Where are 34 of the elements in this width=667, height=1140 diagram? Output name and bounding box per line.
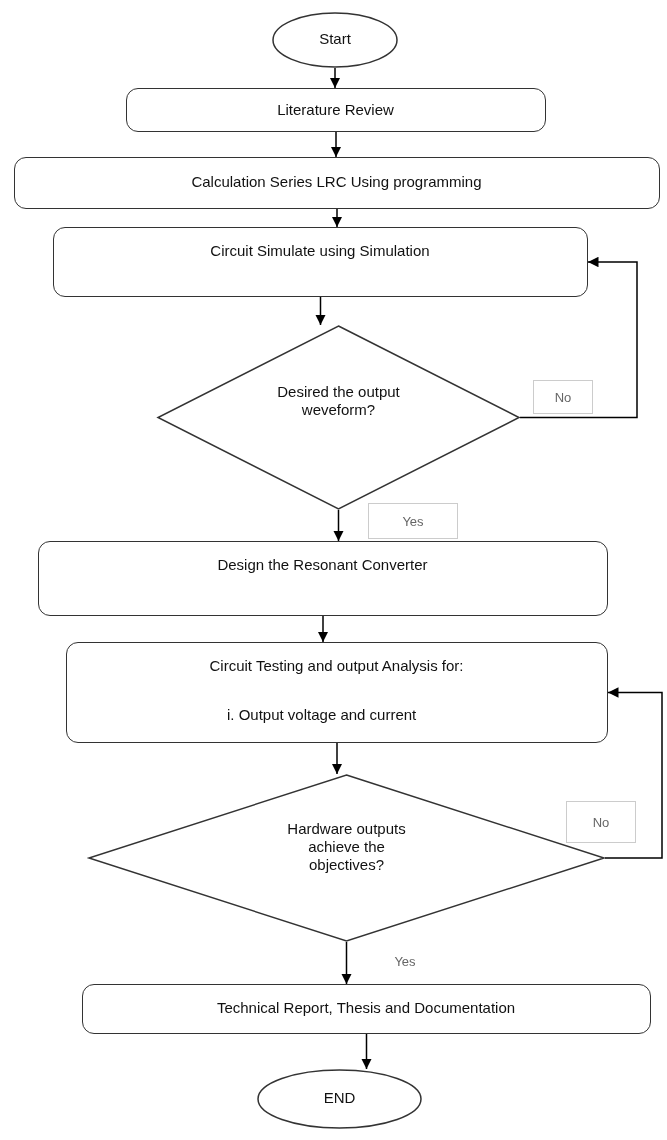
edge-label: No <box>533 380 593 414</box>
node-text: Hardware outputs achieve the objectives? <box>286 820 407 874</box>
node-text: Circuit Testing and output Analysis for: <box>208 657 465 675</box>
node-text: Circuit Simulate using Simulation <box>209 242 431 260</box>
process-box <box>126 88 546 132</box>
arrow <box>317 615 329 643</box>
node-text: Calculation Series LRC Using programming <box>190 173 483 191</box>
process-box <box>53 227 588 297</box>
process-box <box>82 984 651 1034</box>
node-text: i. Output voltage and current <box>227 706 418 724</box>
node-text: Design the Resonant Converter <box>216 556 429 574</box>
arrow <box>331 742 343 775</box>
terminal-ellipse <box>272 12 398 68</box>
arrow <box>341 941 352 985</box>
node-text: Desired the output weveform? <box>277 383 400 419</box>
arrow <box>604 687 663 859</box>
terminal-ellipse <box>257 1069 422 1129</box>
arrow <box>331 208 343 228</box>
process-box <box>14 157 660 209</box>
arrow <box>330 131 342 158</box>
edge-label: Yes <box>368 503 458 539</box>
node-text: END <box>322 1089 357 1107</box>
arrow <box>333 509 344 542</box>
process-box <box>66 642 608 743</box>
arrow <box>361 1033 372 1070</box>
edge-label: No <box>566 801 636 843</box>
node-text: Start <box>318 30 352 48</box>
node-text: Technical Report, Thesis and Documentation <box>215 999 517 1017</box>
arrow <box>329 67 341 89</box>
process-box <box>38 541 608 616</box>
decision-diamond <box>157 325 520 510</box>
arrow <box>315 296 326 326</box>
arrow <box>519 256 638 419</box>
node-text: Literature Review <box>276 101 395 119</box>
